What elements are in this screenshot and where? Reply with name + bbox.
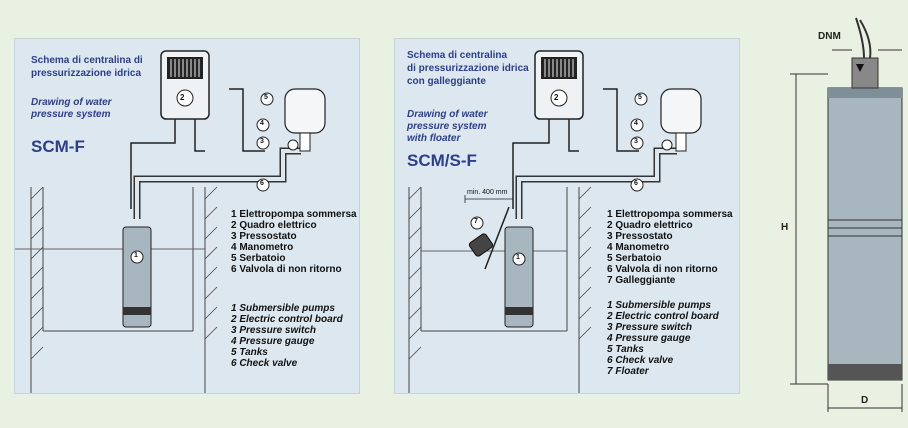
legend-item: 2 Quadro elettrico [607,220,693,231]
submersible-pump [504,226,534,328]
well-walls [15,186,218,393]
well-walls [408,186,592,393]
pressure-gauge [661,139,673,151]
legend-item: 2 Electric control board [231,314,343,325]
dnm-label: DNM [818,31,841,42]
floater [468,216,494,257]
scm-f-diagram-panel: Schema di centralina di pressurizzazione… [14,38,360,394]
scm-f-schematic [15,50,326,393]
callout-3: 3 [260,138,264,145]
scm-s-f-schematic [408,50,702,393]
legend-item: 1 Elettropompa sommersa [231,209,357,220]
motor-dimension-drawing: DNM H D [760,0,908,423]
legend-item: 2 Electric control board [607,311,719,322]
title-en-line: Drawing of water [407,109,488,120]
title-en: Drawing of water pressure system with fl… [407,109,488,145]
legend-item: 3 Pressostato [607,231,673,242]
callout-3: 3 [634,138,638,145]
callout-1: 1 [134,252,138,259]
min-distance-label: min. 400 mm [467,189,508,196]
scm-s-f-diagram-panel: Schema di centralina di pressurizzazione… [394,38,740,394]
legend-item: 5 Serbatoio [231,253,286,264]
legend-item: 4 Manometro [607,242,670,253]
cables [484,88,639,270]
callout-4: 4 [634,120,638,127]
title-en-line: with floater [407,133,461,144]
title-it-line: Schema di centralina [407,50,508,61]
title-en-line: pressure system [407,121,487,132]
legend-item: 7 Floater [607,366,649,377]
title-it-line: con galleggiante [407,76,486,87]
title-en: Drawing of water pressure system [31,97,112,121]
legend-item: 5 Tanks [231,347,268,358]
height-label: H [781,222,789,233]
motor-drawing-svg [790,17,903,412]
legend-item: 4 Pressure gauge [231,336,315,347]
title-it: Schema di centralina di pressurizzazione… [31,54,143,80]
legend-item: 3 Pressure switch [607,322,693,333]
callout-7: 7 [474,218,478,225]
callout-2: 2 [554,93,559,102]
legend-item: 6 Valvola di non ritorno [607,264,718,275]
callout-1: 1 [516,254,520,261]
title-it: Schema di centralina di pressurizzazione… [407,49,529,88]
legend-item: 6 Valvola di non ritorno [231,264,342,275]
legend-item: 6 Check valve [231,358,298,369]
callout-5: 5 [264,94,268,101]
legend-item: 4 Manometro [231,242,294,253]
legend-item: 7 Galleggiante [607,275,676,286]
control-box [160,50,210,120]
min-dimension-line [464,195,513,203]
control-box [534,50,584,120]
title-it-line: pressurizzazione idrica [31,68,142,79]
callout-2: 2 [180,93,185,102]
legend-item: 1 Elettropompa sommersa [607,209,733,220]
legend-item: 4 Pressure gauge [607,333,691,344]
title-it-line: di pressurizzazione idrica [407,63,529,74]
legend-item: 5 Serbatoio [607,253,662,264]
callout-6: 6 [260,180,264,187]
callout-4: 4 [260,120,264,127]
legend-italian: 1 Elettropompa sommersa 2 Quadro elettri… [607,209,733,286]
legend-italian: 1 Elettropompa sommersa 2 Quadro elettri… [231,209,357,275]
title-it-line: Schema di centralina di [31,55,143,66]
legend-item: 1 Submersible pumps [231,303,335,314]
legend-item: 3 Pressure switch [231,325,317,336]
legend-english: 1 Submersible pumps 2 Electric control b… [231,303,343,369]
callout-6: 6 [634,180,638,187]
title-en-line: Drawing of water [31,97,112,108]
submersible-pump [122,226,152,328]
pressure-gauge [287,139,299,151]
legend-item: 6 Check valve [607,355,674,366]
cables [130,88,265,209]
model-label: SCM/S-F [407,151,477,170]
legend-item: 1 Submersible pumps [607,300,711,311]
callouts [256,92,274,192]
legend-item: 5 Tanks [607,344,644,355]
title-en-line: pressure system [31,109,111,120]
callout-circles [630,92,648,192]
model-label: SCM-F [31,137,85,156]
diameter-label: D [861,395,869,406]
pressure-tank [660,88,702,152]
callout-5: 5 [638,94,642,101]
legend-item: 3 Pressostato [231,231,297,242]
legend-english: 1 Submersible pumps 2 Electric control b… [607,300,719,377]
pressure-tank [284,88,326,152]
legend-item: 2 Quadro elettrico [231,220,317,231]
